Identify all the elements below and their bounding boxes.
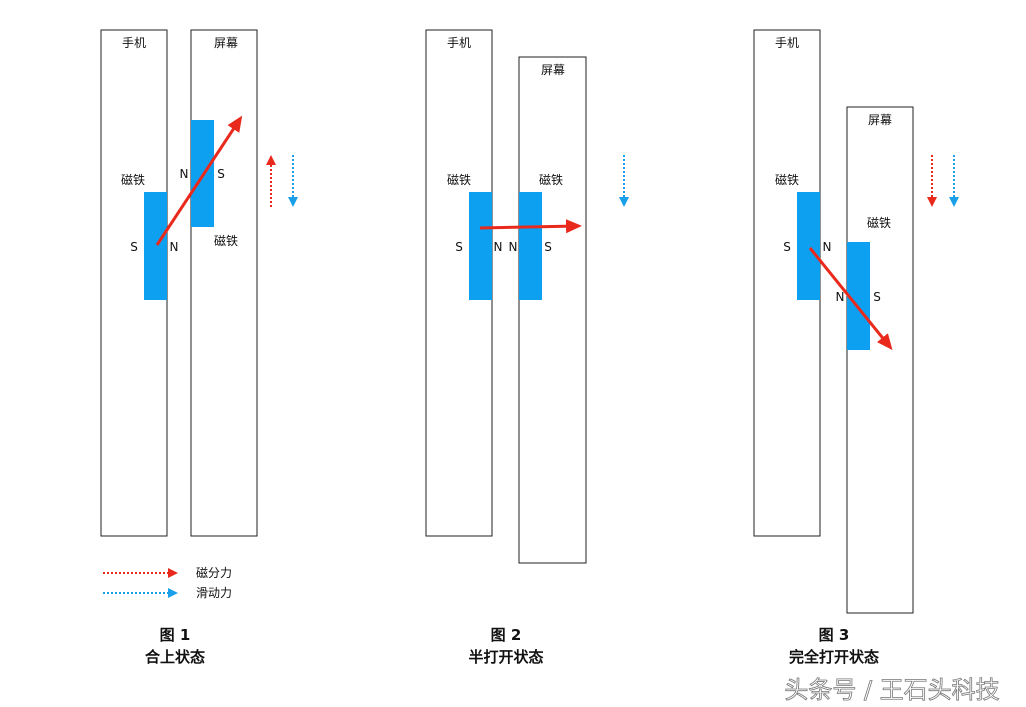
screen-label: 屏幕 xyxy=(541,63,565,77)
figure-caption: 半打开状态 xyxy=(468,648,543,666)
pole-label: N xyxy=(180,167,189,181)
figure-3: 手机 屏幕 磁铁 磁铁 S N N S 图 3 完全打开状态 xyxy=(753,29,959,666)
pole-label: S xyxy=(217,167,225,181)
phone-label: 手机 xyxy=(447,36,471,50)
figure-number: 图 1 xyxy=(160,626,191,644)
phone-magnet xyxy=(144,192,167,300)
phone-magnet xyxy=(797,192,820,300)
magnet-label: 磁铁 xyxy=(775,172,799,187)
magnet-label: 磁铁 xyxy=(539,172,563,187)
magnetic-force-arrow xyxy=(479,219,582,234)
figure-number: 图 2 xyxy=(491,626,522,644)
pole-label: S xyxy=(783,240,791,254)
magnet-label: 磁铁 xyxy=(447,172,471,187)
magnetic-force-arrow xyxy=(155,115,243,246)
figure-caption: 完全打开状态 xyxy=(789,648,879,666)
pole-label: N xyxy=(823,240,832,254)
watermark: 头条号 / 王石头科技 xyxy=(784,676,999,703)
screen-label: 屏幕 xyxy=(214,36,238,50)
pole-label: N xyxy=(494,240,503,254)
pole-label: S xyxy=(544,240,552,254)
figure-caption: 合上状态 xyxy=(144,648,205,666)
legend-label: 滑动力 xyxy=(196,586,232,600)
pole-label: S xyxy=(455,240,463,254)
screen-body xyxy=(518,56,587,564)
figure-1: 手机 屏幕 磁铁 磁铁 S N N S 图 1 合上状态 xyxy=(100,29,298,666)
pole-label: S xyxy=(130,240,138,254)
magnet-label: 磁铁 xyxy=(121,172,145,187)
pole-label: S xyxy=(873,290,881,304)
magnet-label: 磁铁 xyxy=(214,233,238,248)
figure-number: 图 3 xyxy=(819,626,850,644)
pole-label: N xyxy=(836,290,845,304)
pole-label: N xyxy=(170,240,179,254)
screen-label: 屏幕 xyxy=(868,113,892,127)
legend: 磁分力 滑动力 xyxy=(103,565,232,600)
screen-body xyxy=(190,29,258,537)
legend-label: 磁分力 xyxy=(196,565,232,580)
figure-2: 手机 屏幕 磁铁 磁铁 S N N S 图 2 半打开状态 xyxy=(425,29,629,666)
phone-label: 手机 xyxy=(122,36,146,50)
magnet-label: 磁铁 xyxy=(867,215,891,230)
screen-magnet xyxy=(847,242,870,350)
phone-label: 手机 xyxy=(775,36,799,50)
magnetic-force-arrow xyxy=(808,247,893,351)
screen-magnet xyxy=(519,192,542,300)
phone-magnet xyxy=(469,192,492,300)
pole-label: N xyxy=(509,240,518,254)
screen-body xyxy=(846,106,914,614)
